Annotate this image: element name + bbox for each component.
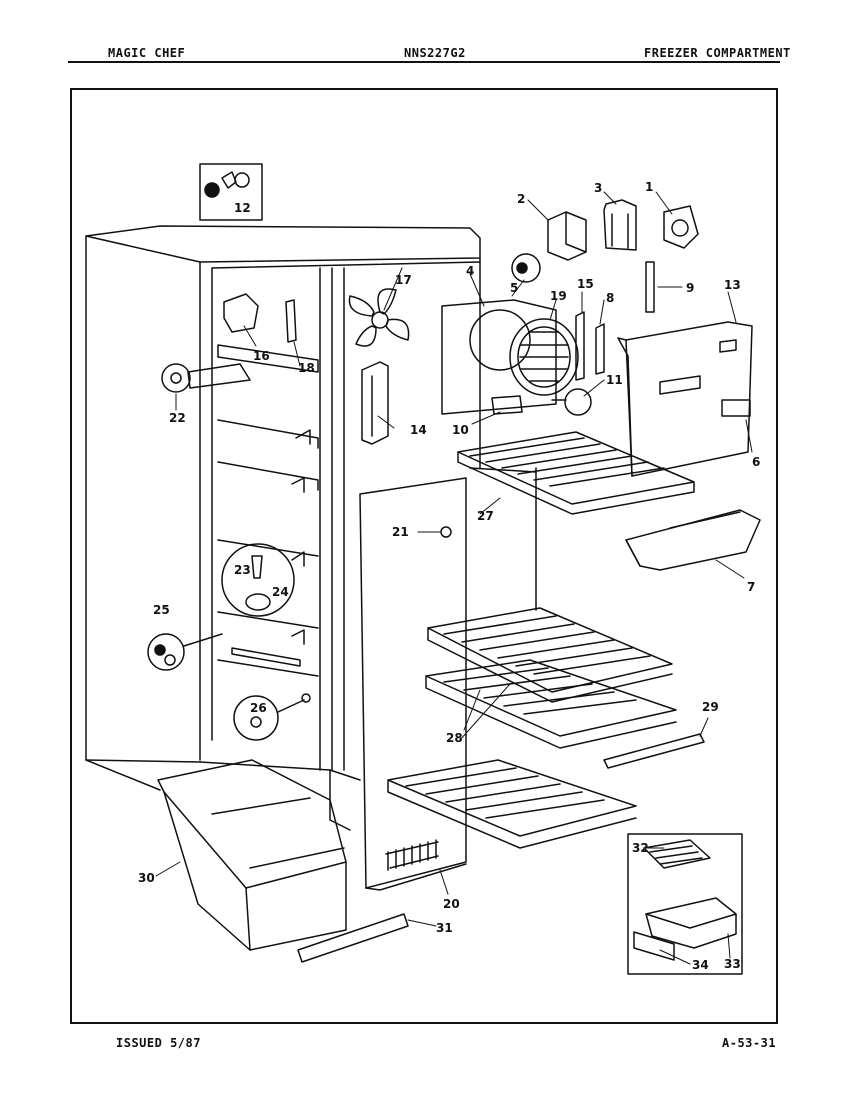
part-29-strip <box>603 733 705 769</box>
brand-label: MAGIC CHEF <box>108 46 186 60</box>
callout-27: 27 <box>477 509 494 523</box>
part-31-strip <box>297 913 409 963</box>
shelf-28a <box>427 607 673 703</box>
callout-24: 24 <box>272 585 289 599</box>
callout-19: 19 <box>550 289 567 303</box>
callout-labels: 1 2 3 4 5 6 7 8 9 10 11 12 13 14 15 16 1… <box>138 180 760 972</box>
parts-32-34-inset <box>627 833 743 975</box>
callout-23: 23 <box>234 563 251 577</box>
callout-11: 11 <box>606 373 623 387</box>
upper-brackets <box>547 199 699 313</box>
callout-8: 8 <box>606 291 614 305</box>
part-30-basket <box>157 759 347 951</box>
callout-13: 13 <box>724 278 741 292</box>
section-title: FREEZER COMPARTMENT <box>644 46 791 60</box>
part-7-bin <box>625 509 761 571</box>
shelf-28b <box>425 659 677 749</box>
callout-1: 1 <box>645 180 653 194</box>
diagram-frame <box>70 88 778 1024</box>
divider-panel <box>359 477 467 891</box>
callout-16: 16 <box>253 349 270 363</box>
callout-30: 30 <box>138 871 155 885</box>
callout-22: 22 <box>169 411 186 425</box>
callout-28: 28 <box>446 731 463 745</box>
callout-33: 33 <box>724 957 741 971</box>
header-rule <box>68 61 780 63</box>
evaporator-cover <box>617 321 753 477</box>
issued-date: ISSUED 5/87 <box>116 1036 201 1050</box>
fan-light-assembly <box>348 253 605 416</box>
callout-25: 25 <box>153 603 170 617</box>
callout-17: 17 <box>395 273 412 287</box>
controls-16-18-22 <box>161 293 297 393</box>
callout-34: 34 <box>692 958 709 972</box>
freezer-cabinet <box>85 225 537 831</box>
callout-4: 4 <box>466 264 474 278</box>
callout-3: 3 <box>594 181 602 195</box>
shelf-27 <box>457 431 695 515</box>
callout-6: 6 <box>752 455 760 469</box>
callout-21: 21 <box>392 525 409 539</box>
callout-12: 12 <box>234 201 251 215</box>
detail-insets <box>147 543 311 741</box>
page-code: A-53-31 <box>722 1036 777 1050</box>
callout-5: 5 <box>510 281 518 295</box>
callout-26: 26 <box>250 701 267 715</box>
callout-15: 15 <box>577 277 594 291</box>
callout-31: 31 <box>436 921 453 935</box>
shelf-lower <box>387 759 637 849</box>
callout-18: 18 <box>298 361 315 375</box>
callout-32: 32 <box>632 841 649 855</box>
model-number: NNS227G2 <box>404 46 466 60</box>
callout-7: 7 <box>747 580 755 594</box>
part-14-bracket <box>361 361 389 445</box>
leader-lines <box>155 191 753 965</box>
callout-10: 10 <box>452 423 469 437</box>
callout-9: 9 <box>686 281 694 295</box>
callout-20: 20 <box>443 897 460 911</box>
callout-2: 2 <box>517 192 525 206</box>
callout-14: 14 <box>410 423 427 437</box>
part-12-detail <box>199 163 263 221</box>
callout-29: 29 <box>702 700 719 714</box>
